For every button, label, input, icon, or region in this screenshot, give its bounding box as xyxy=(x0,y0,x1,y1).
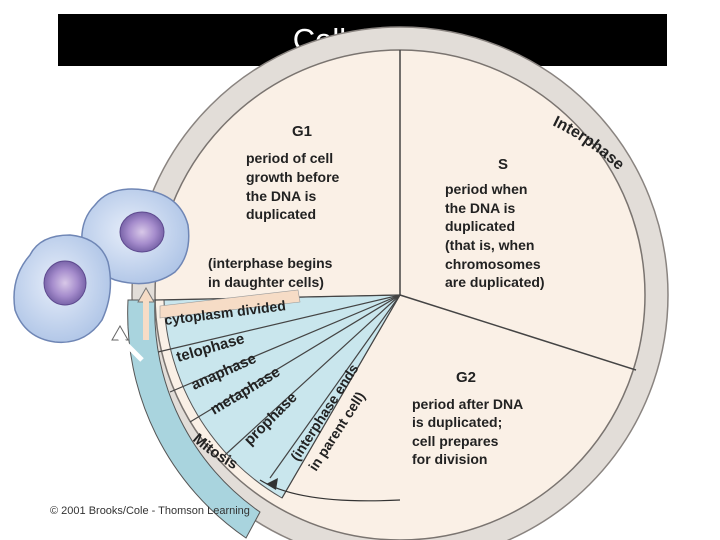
mitosis-band xyxy=(127,299,261,539)
g2-line-4: for division xyxy=(412,451,487,467)
arrow-telophase-shaft xyxy=(118,336,144,362)
rim-arrowhead-icon xyxy=(266,478,278,490)
credit-line: © 2001 Brooks/Cole - Thomson Learning xyxy=(50,505,250,517)
s-line-1: period when xyxy=(445,181,527,197)
divider-interphase-ends xyxy=(269,294,401,479)
nucleus-front-icon xyxy=(43,260,87,306)
g2-line-1: period after DNA xyxy=(412,396,523,412)
divider-anaphase xyxy=(169,294,401,393)
divider-metaphase xyxy=(189,294,401,423)
g1-line-4: duplicated xyxy=(246,206,316,222)
mitosis-wedge xyxy=(163,294,401,499)
divider-g2-start xyxy=(281,294,401,499)
s-line-5: chromosomes xyxy=(445,256,541,272)
s-line-4: (that is, when xyxy=(445,237,534,253)
g2-heading: G2 xyxy=(456,369,476,386)
g1-line-3: the DNA is xyxy=(246,188,316,204)
g2-line-2: is duplicated; xyxy=(412,414,502,430)
daughter-cell-back xyxy=(81,188,190,285)
s-line-3: duplicated xyxy=(445,218,515,234)
arrow-telophase-icon xyxy=(111,324,129,341)
g1-note-line-2: in daughter cells) xyxy=(208,274,324,290)
g1-heading: G1 xyxy=(292,123,312,140)
divider-s-g2 xyxy=(399,294,637,371)
divider-telophase xyxy=(157,294,401,353)
s-line-6: are duplicated) xyxy=(445,274,545,290)
g1-line-1: period of cell xyxy=(246,150,333,166)
cytoplasm-band xyxy=(159,289,301,319)
g1-line-2: growth before xyxy=(246,169,340,185)
g1-note-line-1: (interphase begins xyxy=(208,255,333,271)
nucleus-back-icon xyxy=(119,211,165,253)
daughter-cell-front xyxy=(13,234,112,344)
s-heading: S xyxy=(498,156,508,173)
s-line-2: the DNA is xyxy=(445,200,515,216)
g2-line-3: cell prepares xyxy=(412,433,499,449)
divider-prophase xyxy=(224,294,401,456)
